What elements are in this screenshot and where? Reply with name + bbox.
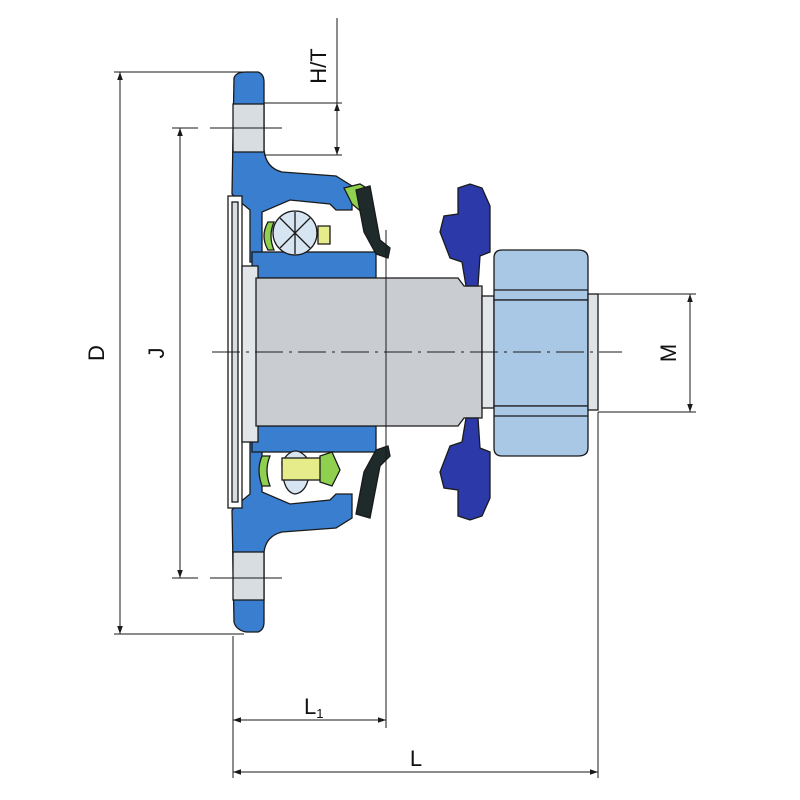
label-d: D [84, 345, 109, 361]
seal-left-upper [263, 221, 275, 251]
bearing-lower [251, 425, 391, 519]
retainer-upper [317, 225, 331, 245]
star-washer [439, 183, 491, 521]
bearing-upper [251, 183, 391, 279]
shaft [241, 265, 495, 443]
dimension-m: M [598, 293, 696, 413]
nut-chamfer [494, 289, 588, 417]
nut-top-face [493, 249, 589, 301]
label-ht: H/T [306, 48, 331, 83]
dimension-l1: L1 [232, 230, 387, 778]
seal-right-lower [319, 451, 341, 487]
dimension-ht: H/T [264, 18, 342, 156]
label-m: M [656, 344, 681, 362]
ball-hatch [279, 212, 311, 254]
star-washer-lower [439, 417, 491, 521]
shield-upper [355, 185, 391, 259]
outer-ring-upper [251, 251, 377, 279]
seal-left-lower [258, 455, 271, 487]
label-l1: L1 [304, 694, 323, 721]
outer-ring-lower [251, 425, 377, 453]
nut-bottom-face [493, 405, 589, 457]
dimension-j: J [144, 127, 282, 579]
shield-lower [355, 445, 391, 519]
nut-middle-face [493, 299, 589, 407]
label-l: L [410, 746, 422, 771]
bolt-hole-lower [232, 551, 265, 601]
hex-nut [493, 249, 599, 457]
star-washer-upper [439, 183, 491, 287]
dimension-d: D [84, 71, 244, 635]
dimension-l: L [233, 412, 599, 778]
label-j: J [144, 348, 169, 359]
